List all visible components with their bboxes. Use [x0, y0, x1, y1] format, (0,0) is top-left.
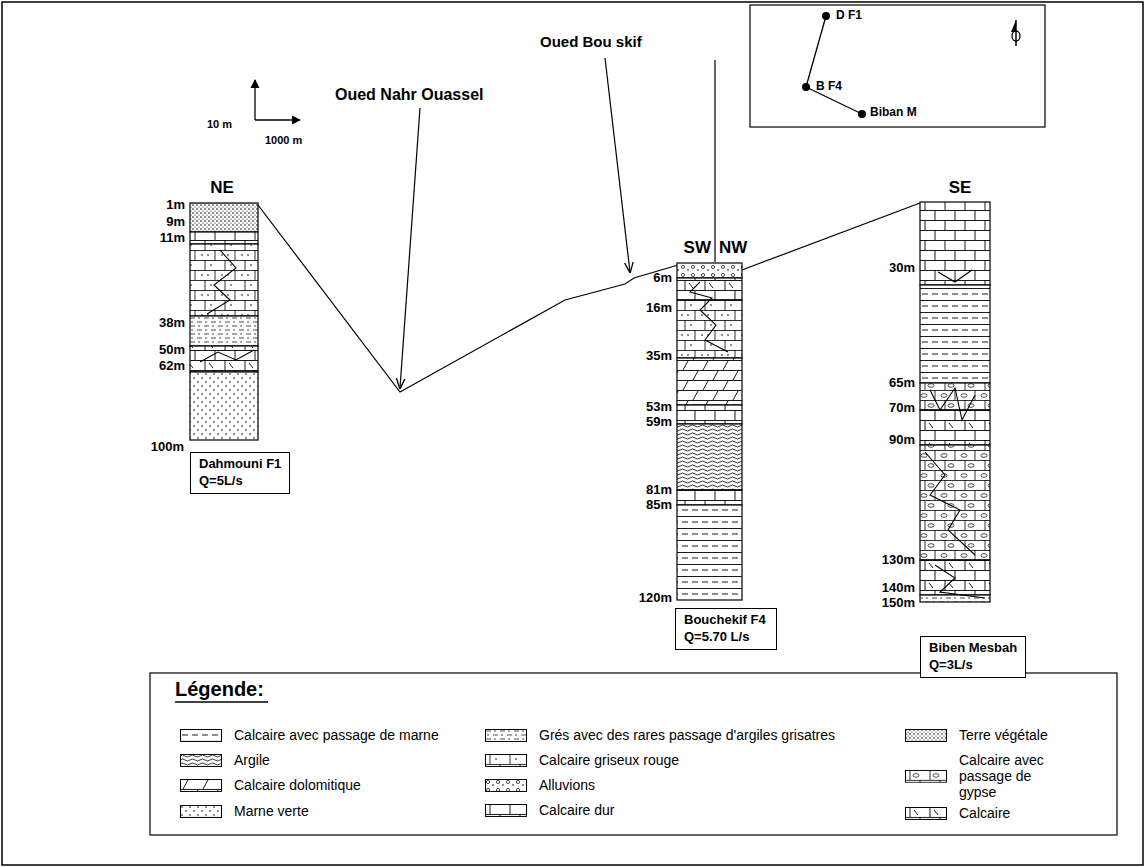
legend-swatch [485, 804, 527, 817]
legend-text: Terre végétale [959, 727, 1048, 743]
depth-label: 140m [882, 581, 915, 595]
depth-label: 53m [646, 400, 672, 414]
legend-item: Alluvions [485, 777, 595, 793]
depth-label: 70m [889, 401, 915, 415]
well-box: Biben MesbahQ=3L/s [920, 636, 1026, 678]
legend-swatch [485, 779, 527, 792]
layer-rect [190, 244, 258, 316]
well-name: Dahmouni F1 [199, 456, 281, 473]
legend-text: Calcaire avec passage de gypse [959, 752, 1069, 800]
depth-label: 65m [889, 376, 915, 390]
depth-label: 35m [646, 349, 672, 363]
orientation-label: SW [684, 239, 711, 258]
legend-item: Calcaire avec passage de marne [180, 727, 439, 743]
legend-swatch [180, 779, 222, 792]
legend-title: Légende: [175, 678, 264, 700]
legend-text: Calcaire [959, 805, 1010, 821]
legend-text: Calcaire dolomitique [234, 777, 361, 793]
depth-label: 90m [889, 433, 915, 447]
well-discharge: Q=5.70 L/s [684, 629, 768, 646]
layer-rect [677, 358, 742, 405]
legend-text: Calcaire dur [539, 802, 614, 818]
layer-rect [190, 232, 258, 244]
layer-rect [677, 263, 742, 278]
legend-item: Calcaire [905, 805, 1010, 821]
layer-rect [677, 505, 742, 600]
layer-rect [190, 203, 258, 232]
layer-rect [677, 490, 742, 505]
legend-item: Calcaire dolomitique [180, 777, 361, 793]
well-name: Bouchekif F4 [684, 612, 768, 629]
depth-label: 30m [889, 261, 915, 275]
depth-label: 1m [166, 198, 185, 212]
legend-swatch [485, 729, 527, 742]
legend-text: Grés avec des rares passage d'argiles gr… [539, 727, 835, 743]
legend-item: Marne verte [180, 803, 309, 819]
depth-label: 62m [159, 359, 185, 373]
layer-rect [190, 372, 258, 440]
layer-rect [190, 316, 258, 346]
depth-label: 85m [646, 498, 672, 512]
scale-label: 10 m [207, 118, 232, 130]
legend-swatch [180, 805, 222, 818]
legend-swatch [905, 770, 947, 783]
depth-label: 120m [639, 591, 672, 605]
layer-rect [920, 202, 990, 285]
legend-item: Argile [180, 752, 270, 768]
depth-label: 6m [653, 271, 672, 285]
layer-rect [677, 405, 742, 424]
layer-rect [920, 595, 990, 602]
well-discharge: Q=3L/s [929, 657, 1017, 674]
depth-label: 16m [646, 301, 672, 315]
map-point-label: D F1 [836, 9, 862, 22]
layer-rect [920, 410, 990, 445]
scale-label: 1000 m [265, 134, 302, 146]
legend-text: Alluvions [539, 777, 595, 793]
legend-item: Calcaire avec passage de gypse [905, 752, 1069, 800]
legend-text: Argile [234, 752, 270, 768]
layer-rect [677, 300, 742, 358]
layer-rect [920, 285, 990, 383]
depth-label: 9m [166, 215, 185, 229]
legend-swatch [905, 729, 947, 742]
layer-rect [677, 424, 742, 490]
legend-text: Calcaire avec passage de marne [234, 727, 439, 743]
orientation-label: NW [719, 239, 747, 258]
north-arrow [1011, 20, 1020, 46]
orientation-label: NE [210, 179, 234, 198]
legend-item: Terre végétale [905, 727, 1048, 743]
map-point-label: Biban M [870, 106, 917, 119]
well-discharge: Q=5L/s [199, 473, 281, 490]
depth-label: 11m [160, 231, 185, 245]
legend-item: Grés avec des rares passage d'argiles gr… [485, 727, 835, 743]
legend-swatch [180, 754, 222, 767]
well-box: Bouchekif F4Q=5.70 L/s [675, 608, 777, 650]
legend-swatch [485, 754, 527, 767]
depth-label: 100m [151, 440, 184, 454]
well-box: Dahmouni F1Q=5L/s [190, 452, 290, 494]
layer-rect [920, 445, 990, 560]
legend-text: Marne verte [234, 803, 309, 819]
layer-rect [190, 346, 258, 372]
river-label: Oued Nahr Ouassel [335, 86, 484, 104]
legend-swatch [905, 807, 947, 820]
legend-item: Calcaire griseux rouge [485, 752, 679, 768]
river-label: Oued Bou skif [540, 34, 642, 51]
legend-item: Calcaire dur [485, 802, 614, 818]
orientation-label: SE [949, 179, 972, 198]
depth-label: 38m [159, 316, 185, 330]
legend-text: Calcaire griseux rouge [539, 752, 679, 768]
depth-label: 130m [882, 553, 915, 567]
legend-swatch [180, 729, 222, 742]
layer-rect [677, 278, 742, 300]
depth-label: 81m [646, 483, 672, 497]
map-point-label: B F4 [816, 80, 842, 93]
well-name: Biben Mesbah [929, 640, 1017, 657]
depth-label: 150m [882, 596, 915, 610]
depth-label: 59m [646, 415, 672, 429]
depth-label: 50m [159, 343, 185, 357]
